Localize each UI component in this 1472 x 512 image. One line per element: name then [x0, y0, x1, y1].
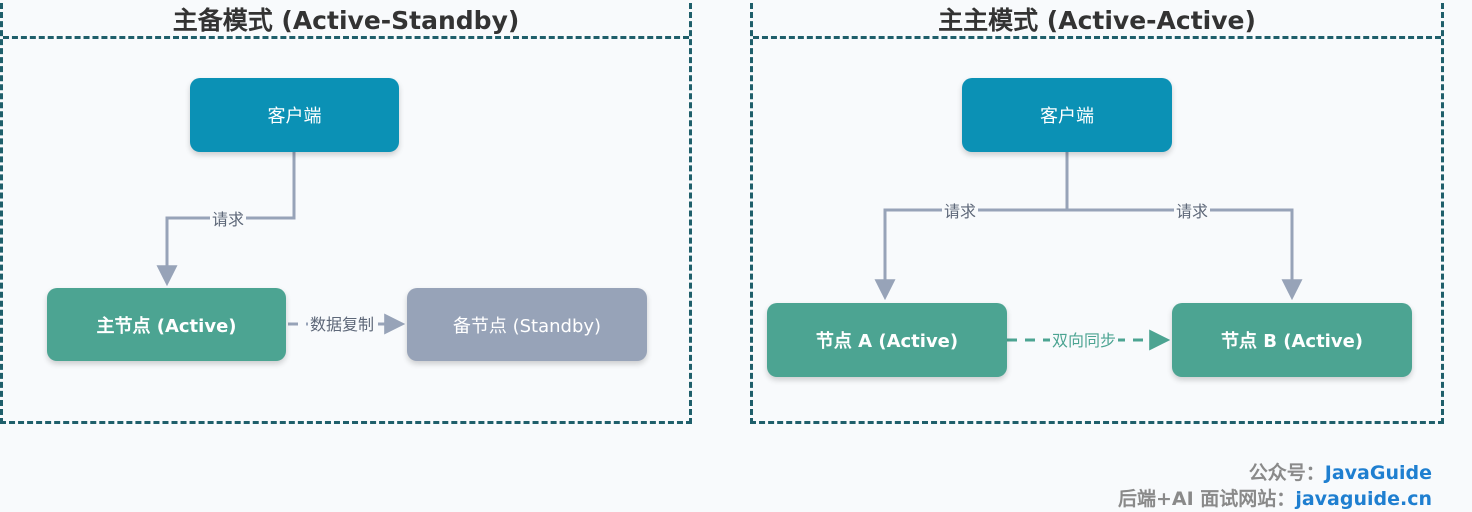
- request-label: 请求: [210, 210, 247, 230]
- active-active-panel: 主主模式 (Active-Active): [750, 0, 1444, 424]
- footer-link[interactable]: javaguide.cn: [1295, 488, 1432, 510]
- request-edge-b: [1067, 208, 1303, 301]
- panel-title: 主备模式 (Active-Standby): [172, 6, 520, 35]
- panel-title-bar: [3, 3, 689, 39]
- sync-label: 双向同步: [1050, 331, 1119, 351]
- request-label-b: 请求: [1174, 202, 1211, 222]
- client-node: 客户端: [962, 78, 1172, 152]
- active-standby-panel: 主备模式 (Active-Standby): [0, 0, 692, 424]
- node-a: 节点 A (Active): [767, 303, 1007, 377]
- node-b: 节点 B (Active): [1172, 303, 1412, 377]
- primary-node: 主节点 (Active): [47, 288, 286, 361]
- standby-node: 备节点 (Standby): [407, 288, 647, 361]
- footer-prefix: 后端+AI 面试网站：: [1118, 488, 1296, 510]
- request-label-a: 请求: [942, 202, 979, 222]
- request-edge-a: [874, 152, 1069, 301]
- replication-label: 数据复制: [308, 315, 377, 335]
- footer-line-1: 公众号：JavaGuide: [1249, 458, 1432, 485]
- footer-prefix: 公众号：: [1248, 462, 1325, 484]
- footer-line-2: 后端+AI 面试网站：javaguide.cn: [1118, 484, 1432, 511]
- client-node: 客户端: [190, 78, 399, 152]
- panel-title-bar: [753, 3, 1441, 39]
- footer-link[interactable]: JavaGuide: [1324, 462, 1432, 484]
- panel-title: 主主模式 (Active-Active): [938, 6, 1256, 35]
